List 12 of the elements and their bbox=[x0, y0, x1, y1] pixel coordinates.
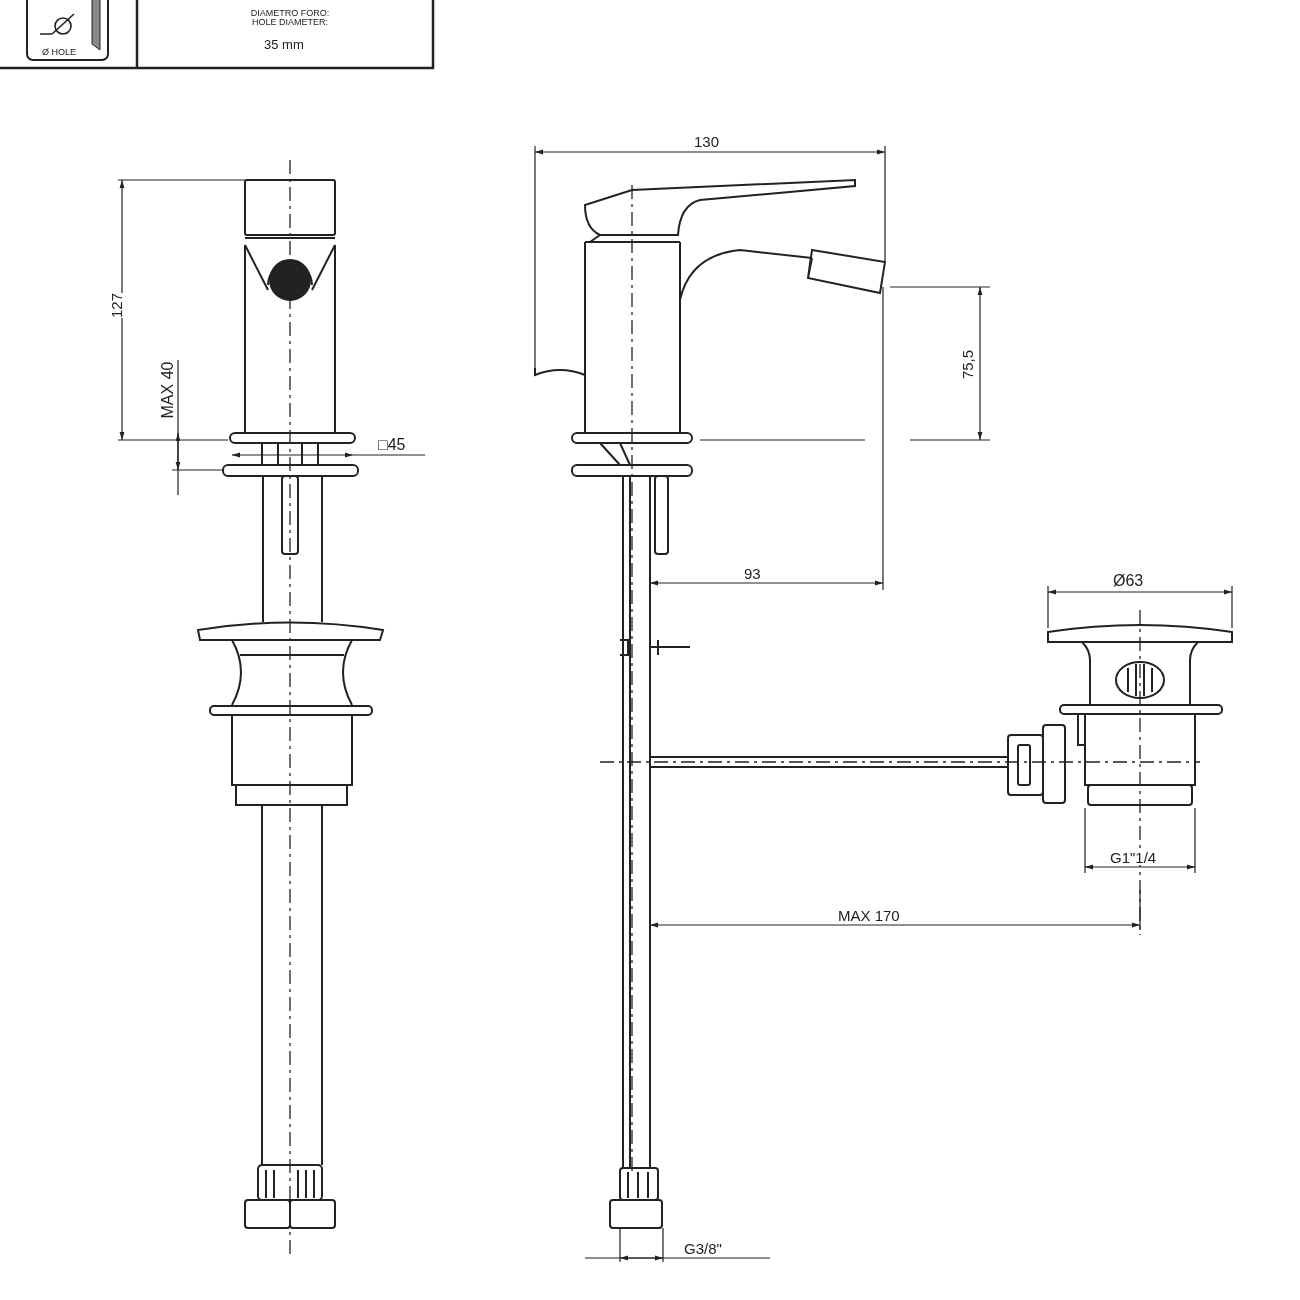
dimension-label: 75,5 bbox=[960, 349, 976, 380]
icon-caption: Ø HOLE bbox=[42, 48, 76, 57]
dimension-label: □45 bbox=[378, 437, 406, 453]
dimension-label: Ø63 bbox=[1113, 573, 1144, 589]
table-value: 35 mm bbox=[264, 38, 304, 51]
dimension-label: MAX 170 bbox=[838, 908, 900, 923]
dimension-label: G3/8" bbox=[684, 1241, 722, 1256]
dimension-label: 127 bbox=[109, 293, 124, 318]
dimension-label: 93 bbox=[744, 566, 761, 581]
table-heading: DIAMETRO FORO: HOLE DIAMETER: bbox=[249, 9, 331, 27]
dimension-label: 130 bbox=[694, 134, 720, 149]
dimension-label: G1"1/4 bbox=[1110, 850, 1157, 865]
